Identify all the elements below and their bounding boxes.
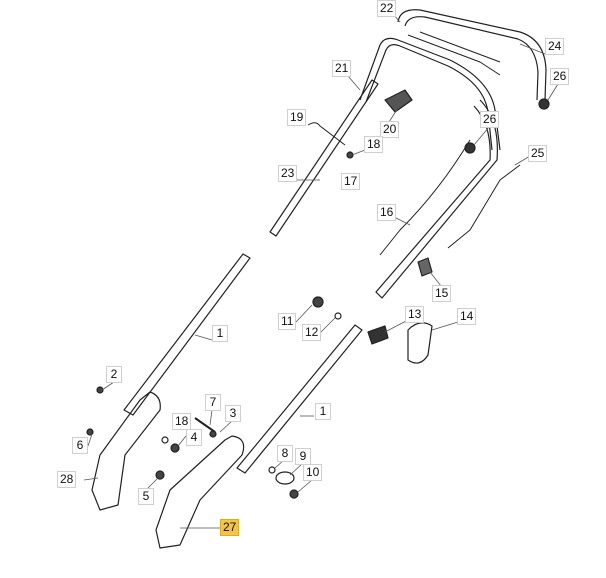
callout-28[interactable]: 28 bbox=[57, 471, 77, 488]
knob-14 bbox=[407, 322, 433, 364]
cable-25 bbox=[447, 164, 521, 249]
callout-12[interactable]: 12 bbox=[302, 324, 322, 341]
callout-13[interactable]: 13 bbox=[405, 306, 425, 323]
callout-21[interactable]: 21 bbox=[332, 60, 352, 77]
callout-27-highlighted[interactable]: 27 bbox=[220, 519, 240, 536]
lever-20 bbox=[384, 89, 413, 113]
callout-6[interactable]: 6 bbox=[72, 437, 88, 454]
callout-1[interactable]: 1 bbox=[315, 403, 331, 420]
callout-22[interactable]: 22 bbox=[377, 0, 397, 17]
callout-8[interactable]: 8 bbox=[277, 445, 293, 462]
callout-9[interactable]: 9 bbox=[295, 448, 311, 465]
bracket-28 bbox=[91, 391, 161, 511]
callout-26[interactable]: 26 bbox=[550, 68, 570, 85]
callout-2[interactable]: 2 bbox=[106, 366, 122, 383]
callout-16[interactable]: 16 bbox=[377, 204, 397, 221]
callout-25[interactable]: 25 bbox=[528, 145, 548, 162]
lower-tube-1-left bbox=[123, 253, 251, 416]
leader-lines bbox=[83, 13, 559, 529]
callout-19[interactable]: 19 bbox=[287, 109, 307, 126]
upper-tube-23 bbox=[269, 79, 379, 237]
callout-20[interactable]: 20 bbox=[380, 121, 400, 138]
callout-11[interactable]: 11 bbox=[278, 313, 297, 330]
callout-23[interactable]: 23 bbox=[278, 165, 298, 182]
callout-5[interactable]: 5 bbox=[138, 488, 154, 505]
callout-14[interactable]: 14 bbox=[457, 308, 477, 325]
callout-24[interactable]: 24 bbox=[545, 38, 565, 55]
lower-tube-1-right bbox=[236, 324, 363, 474]
cable-16 bbox=[379, 139, 471, 256]
callout-26[interactable]: 26 bbox=[480, 111, 500, 128]
upper-handle bbox=[397, 9, 547, 101]
callout-17[interactable]: 17 bbox=[341, 173, 361, 190]
callout-18[interactable]: 18 bbox=[172, 413, 192, 430]
callout-1[interactable]: 1 bbox=[212, 325, 228, 342]
callout-15[interactable]: 15 bbox=[432, 285, 452, 302]
callout-4[interactable]: 4 bbox=[186, 429, 202, 446]
handle-bar-21 bbox=[359, 37, 501, 151]
callout-3[interactable]: 3 bbox=[225, 405, 241, 422]
callout-10[interactable]: 10 bbox=[303, 464, 323, 481]
callout-7[interactable]: 7 bbox=[205, 394, 221, 411]
bracket-27 bbox=[155, 435, 245, 549]
callout-18[interactable]: 18 bbox=[364, 136, 384, 153]
